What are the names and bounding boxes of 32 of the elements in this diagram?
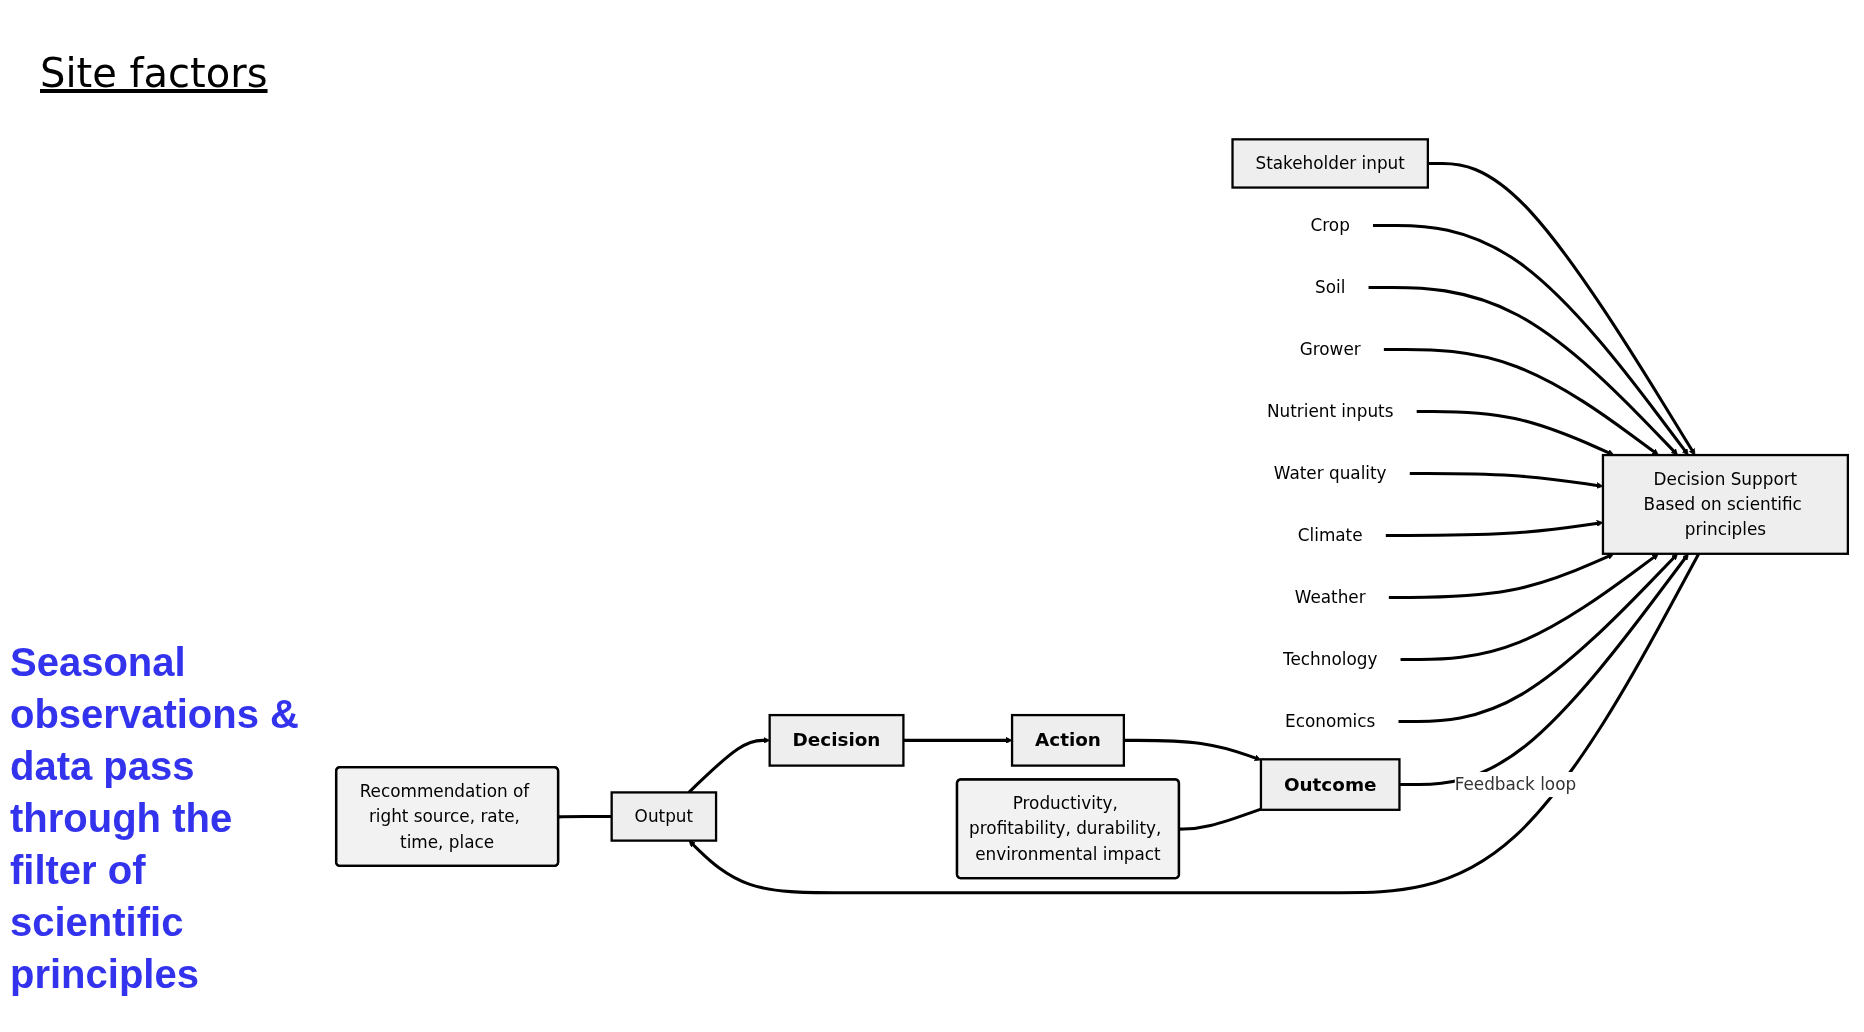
node-box: Decision Support Based on scientific principles [1601,453,1850,555]
arrow [1416,409,1615,456]
arrow [1383,347,1659,456]
connector [558,815,612,819]
node-box: Output [610,791,718,842]
node-text: Economics [1285,711,1376,731]
arrow [1388,553,1615,599]
arrow [903,737,1013,744]
arrow [1399,553,1689,787]
arrow [688,553,1701,895]
node-box: Action [1010,713,1125,767]
arrow [1368,285,1678,456]
note-text: Seasonal observations & data pass through the filter of scientific principles [10,639,300,998]
node-box: Outcome [1259,758,1401,811]
node-text: Crop [1310,215,1350,236]
arrow [1372,223,1689,456]
node-text: Technology [1283,649,1378,669]
node-text: Grower [1299,339,1361,359]
arrow [1398,553,1678,723]
node-text: Climate [1297,525,1363,545]
node-text: Weather [1294,587,1366,607]
edge-label: Feedback loop [1454,774,1577,795]
arrow [1123,738,1262,762]
node-text: Soil [1315,277,1346,297]
section-heading: Site factors [40,50,268,96]
connector [1179,807,1262,831]
arrow [1400,553,1659,661]
node-box: Decision [768,713,905,767]
node-box: Stakeholder input [1231,138,1429,189]
arrow [1427,161,1696,456]
node-text: Water quality [1273,463,1387,483]
node-text: Nutrient inputs [1266,401,1394,421]
